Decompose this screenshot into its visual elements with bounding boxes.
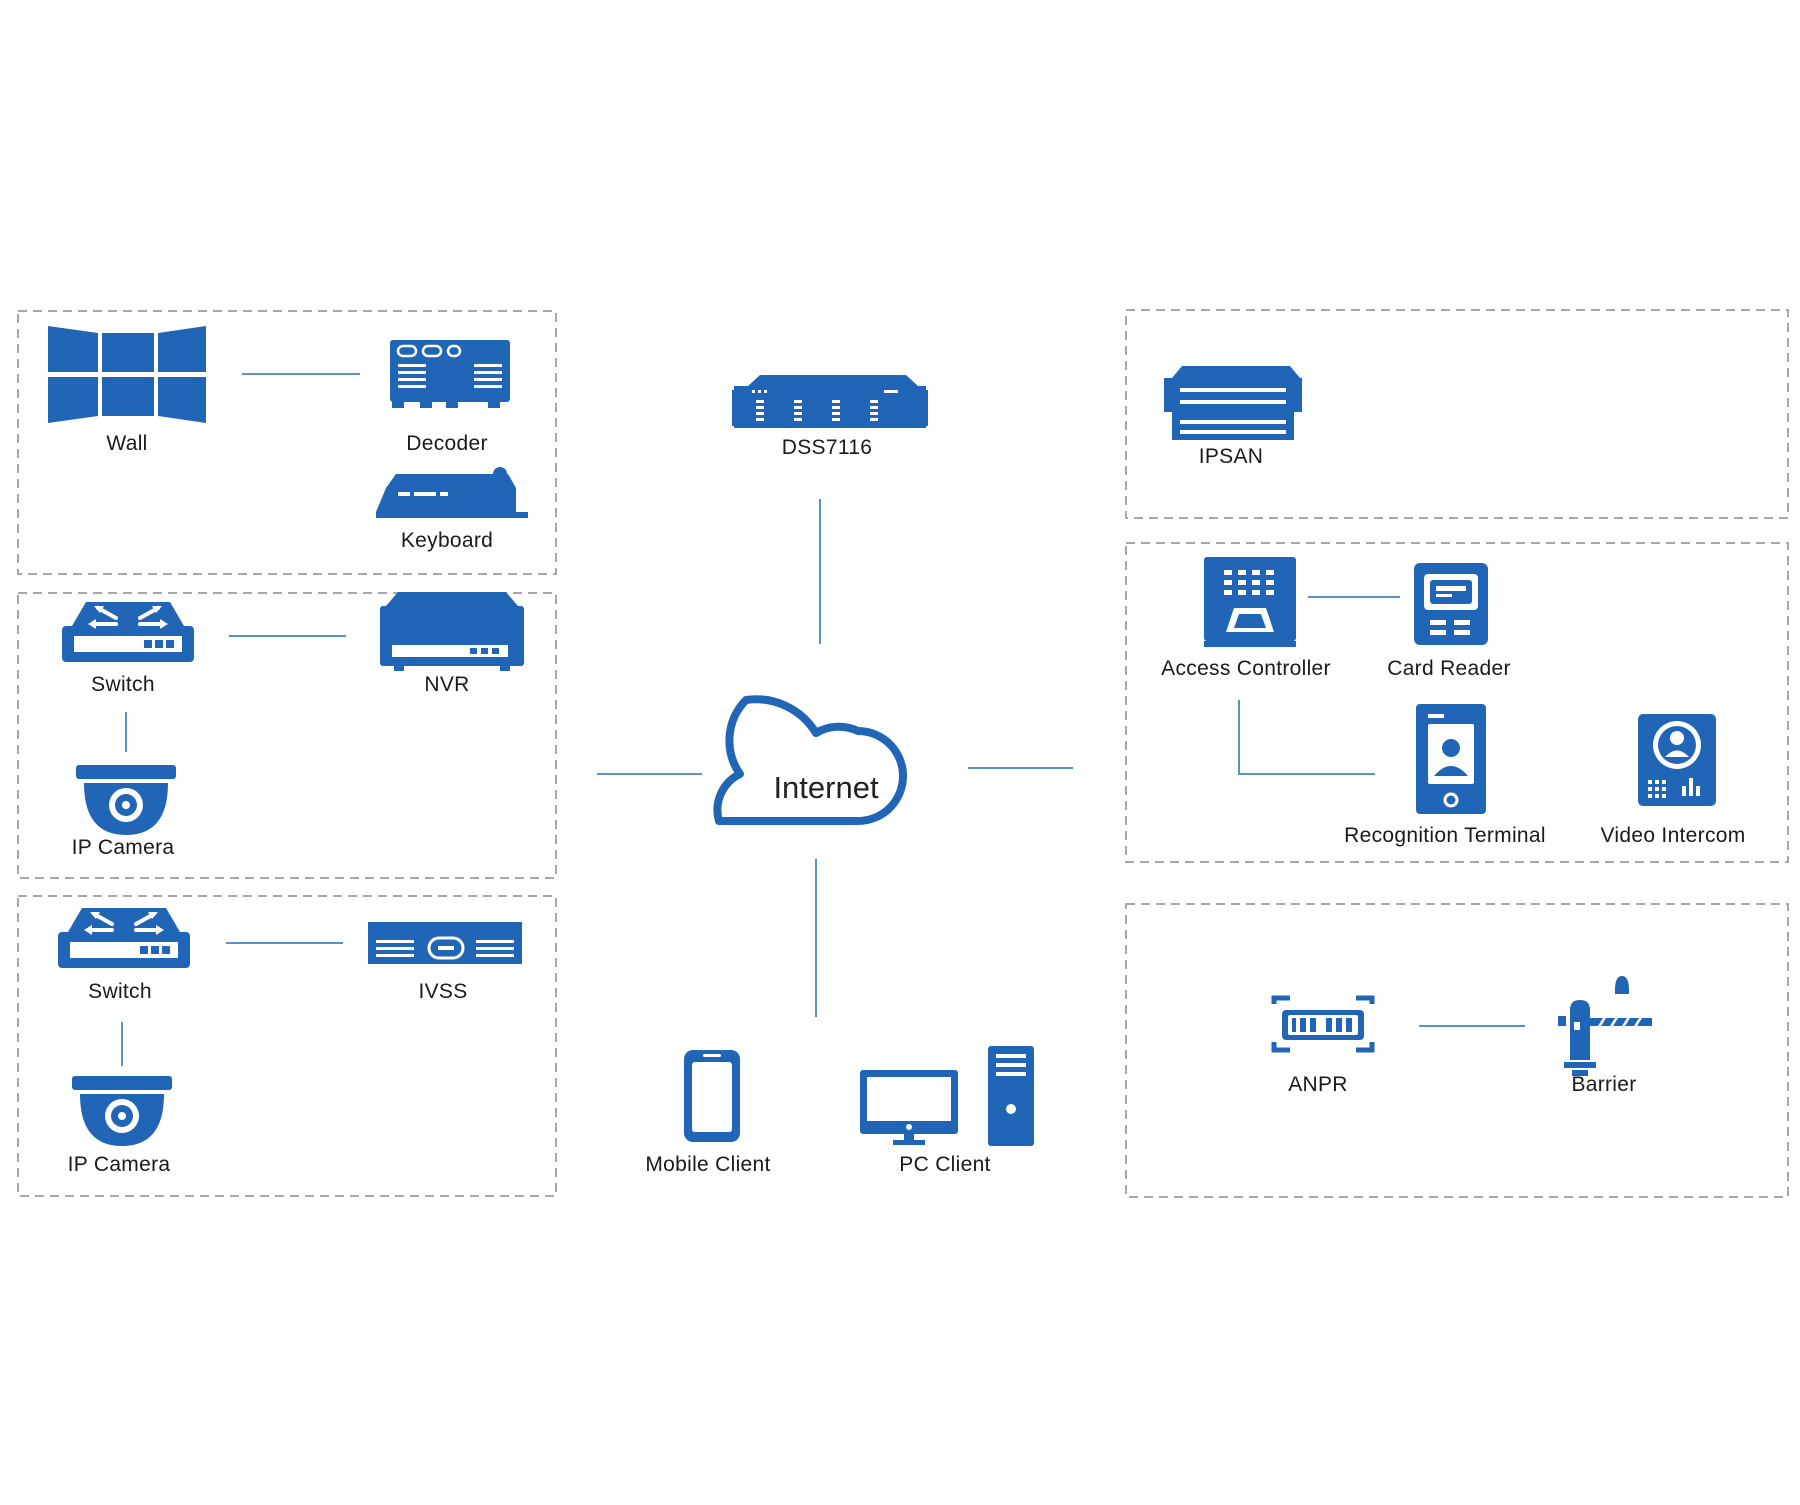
keyboard-label: Keyboard: [400, 529, 494, 552]
ipsan-label: IPSAN: [1198, 445, 1264, 468]
access-controller-label: Access Controller: [1161, 657, 1331, 680]
decoder-icon: [390, 340, 510, 408]
network-switch-icon: [56, 906, 192, 970]
nvr-camera-label: IP Camera: [71, 836, 175, 859]
card-reader-label: Card Reader: [1387, 657, 1511, 680]
wall-label: Wall: [106, 432, 148, 455]
cloud-icon: [713, 695, 907, 825]
anpr-camera-icon: [1271, 995, 1375, 1053]
dome-camera-icon: [76, 765, 176, 835]
desktop-pc-icon: [860, 1046, 1034, 1146]
video-intercom-icon: [1638, 714, 1716, 806]
group-frame-parking: [1125, 903, 1789, 1198]
face-terminal-icon: [1416, 704, 1486, 814]
smartphone-icon: [684, 1050, 740, 1142]
group-frame-video-wall: [17, 310, 557, 575]
nvr-label: NVR: [424, 673, 470, 696]
link-controller-terminal: [1238, 700, 1375, 775]
rack-server-icon: [732, 375, 928, 428]
pc-client-label: PC Client: [899, 1153, 991, 1176]
decoder-label: Decoder: [406, 432, 488, 455]
ivss-label: IVSS: [418, 980, 468, 1003]
group-frame-access: [1125, 542, 1789, 863]
nvr-icon: [380, 592, 524, 671]
storage-array-icon: [1164, 366, 1302, 440]
card-reader-icon: [1414, 563, 1488, 645]
nvr-switch-label: Switch: [91, 673, 155, 696]
anpr-label: ANPR: [1288, 1073, 1348, 1096]
barrier-gate-icon: [1558, 976, 1652, 1076]
video-intercom-label: Video Intercom: [1600, 824, 1746, 847]
video-wall-icon: [48, 326, 206, 423]
cloud-label: Internet: [773, 770, 879, 805]
ivss-camera-label: IP Camera: [67, 1153, 171, 1176]
mobile-client-label: Mobile Client: [645, 1153, 771, 1176]
network-switch-icon: [60, 600, 196, 664]
server-label: DSS7116: [781, 436, 873, 459]
dome-camera-icon: [72, 1076, 172, 1146]
group-frame-nvr: [17, 592, 557, 879]
ivss-icon: [368, 922, 522, 964]
control-keyboard-icon: [376, 467, 528, 518]
recognition-terminal-label: Recognition Terminal: [1344, 824, 1546, 847]
group-frame-storage: [1125, 309, 1789, 519]
access-controller-icon: [1204, 557, 1296, 647]
barrier-label: Barrier: [1571, 1073, 1637, 1096]
ivss-switch-label: Switch: [88, 980, 152, 1003]
